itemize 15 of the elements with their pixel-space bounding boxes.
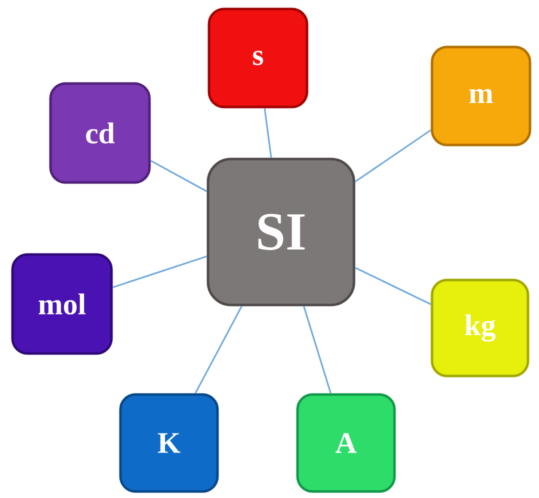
connector-line [194,306,242,394]
unit-box: s [208,8,308,108]
connector-line [112,256,207,288]
unit-box: kg [430,278,530,378]
unit-box: cd [49,82,151,184]
unit-box: SI [206,158,356,306]
unit-box: mol [11,253,113,355]
unit-box: K [119,393,219,493]
unit-box: A [296,393,396,493]
connector-line [264,108,272,158]
connector-line [354,267,432,305]
connector-line [303,306,332,394]
connector-line [354,129,432,182]
connector-line [150,160,208,192]
unit-box: m [430,46,532,146]
